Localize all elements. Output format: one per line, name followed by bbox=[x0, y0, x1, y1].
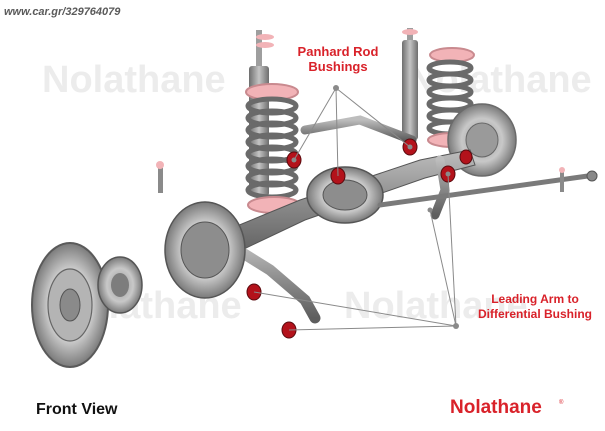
right-shock-absorber bbox=[402, 28, 418, 140]
bushings bbox=[246, 138, 473, 339]
site-watermark: www.car.gr/329764079 bbox=[4, 6, 121, 18]
trademark-symbol: ® bbox=[559, 399, 564, 406]
leading-arm-callout-lines bbox=[253, 171, 459, 331]
callout-panhard-rod: Panhard Rod Bushings bbox=[294, 44, 382, 74]
callout-leading-line2: Differential Bushing bbox=[477, 307, 592, 321]
sway-bar-link-left bbox=[156, 161, 164, 193]
track-rod bbox=[377, 172, 598, 208]
watermark-logo-top-right: Nolathane bbox=[408, 59, 592, 101]
watermark-logo-top-left: Nolathane bbox=[42, 59, 226, 101]
axle-housing bbox=[214, 149, 476, 259]
sway-bar-link-right bbox=[559, 167, 565, 192]
nolathane-logo-text: Nolathane bbox=[450, 397, 542, 418]
callout-panhard-line2: Bushings bbox=[308, 59, 368, 74]
background-watermarks: Nolathane Nolathane Nolathane Nolathane bbox=[42, 59, 592, 327]
callout-panhard-line1: Panhard Rod bbox=[297, 44, 379, 59]
left-knuckle bbox=[164, 201, 246, 299]
upper-bushing-right bbox=[459, 149, 473, 165]
panhard-rod bbox=[300, 115, 417, 145]
callout-leading-line1: Leading Arm to bbox=[491, 292, 579, 306]
left-wheel-hub bbox=[97, 256, 143, 314]
panhard-callout-lines bbox=[291, 85, 413, 177]
left-brake-rotor bbox=[31, 242, 109, 368]
watermark-logo-bottom-right: Nolathane bbox=[344, 285, 528, 327]
left-leading-arm bbox=[224, 239, 321, 324]
callout-leading-arm: Leading Arm to Differential Bushing bbox=[474, 292, 596, 322]
shock-bushing-top bbox=[256, 34, 274, 40]
nolathane-logo: Nolathane ® bbox=[450, 397, 564, 418]
left-coil-spring bbox=[245, 83, 301, 214]
view-caption: Front View bbox=[36, 401, 118, 418]
